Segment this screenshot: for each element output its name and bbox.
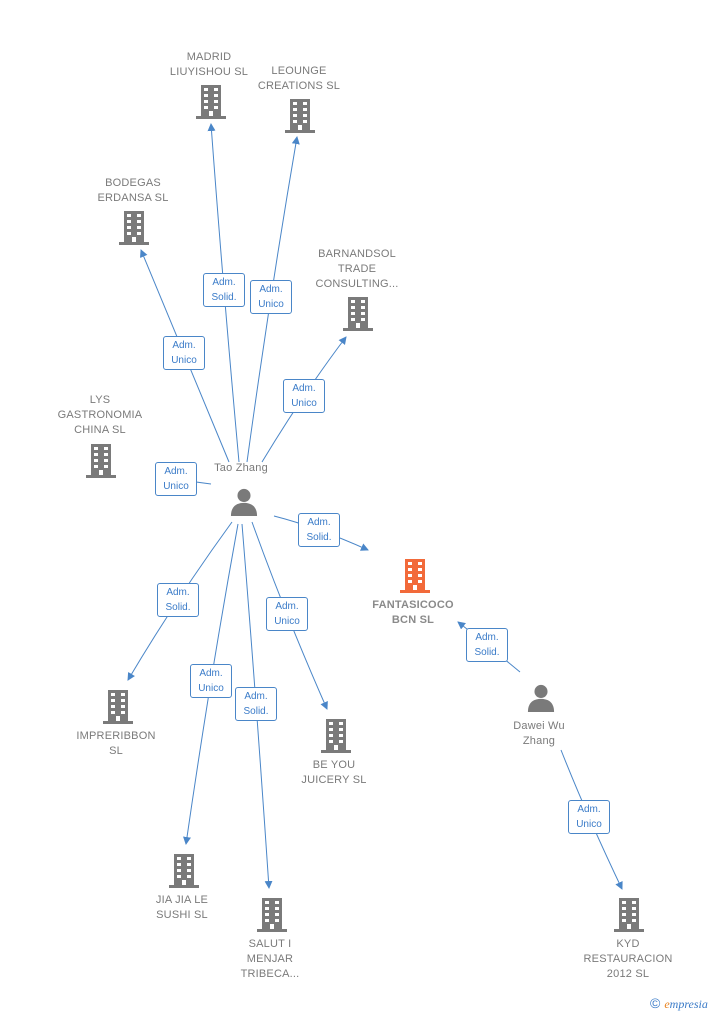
edge-label-line: Unico	[274, 616, 300, 627]
node-label-bodegas[interactable]: BODEGAS ERDANSA SL	[97, 176, 168, 206]
building-icon-barnandsol[interactable]	[343, 297, 373, 331]
edge-label-line: Unico	[171, 355, 197, 366]
edge-label-tao-salut[interactable]: Adm. Solid.	[235, 687, 277, 721]
edge-label-line: Unico	[258, 299, 284, 310]
edge-label-line: Adm.	[164, 466, 188, 477]
edge-label-line: Solid.	[165, 602, 191, 613]
building-icon-leounge[interactable]	[285, 99, 315, 133]
edge-label-line: Adm.	[307, 517, 331, 528]
person-icon-tao[interactable]	[230, 488, 258, 516]
edge-label-line: Solid.	[306, 532, 332, 543]
node-label-line: TRADE	[337, 263, 377, 275]
node-label-line: CREATIONS SL	[257, 80, 341, 92]
building-icon-impreribbon[interactable]	[103, 690, 133, 724]
building-icon-bodegas[interactable]	[119, 211, 149, 245]
node-label-kyd[interactable]: KYD RESTAURACION 2012 SL	[584, 937, 673, 982]
node-label-line: BARNANDSOL	[318, 248, 396, 260]
node-label-line: LIUYISHOU SL	[169, 66, 249, 78]
building-icon-beyou[interactable]	[321, 719, 351, 753]
edge-label-line: Solid.	[474, 647, 500, 658]
edge-label-line: Solid.	[243, 706, 269, 717]
edge-label-tao-impreribbon[interactable]: Adm. Solid.	[157, 583, 199, 617]
brand-footer[interactable]: ©empresia	[650, 995, 708, 1012]
edge-label-tao-bodegas[interactable]: Adm. Unico	[163, 336, 205, 370]
edge-label-line: Adm.	[259, 284, 283, 295]
edge-label-tao-leounge[interactable]: Adm. Unico	[250, 280, 292, 314]
brand-logo-rest: mpresia	[669, 997, 708, 1011]
node-label-line: LEOUNGE	[271, 65, 327, 77]
node-label-line: MENJAR	[246, 953, 294, 965]
edge-label-line: Adm.	[166, 587, 190, 598]
node-label-line: GASTRONOMIA	[57, 409, 143, 421]
node-label-leounge[interactable]: LEOUNGE CREATIONS SL	[258, 64, 340, 94]
node-label-line: Zhang	[522, 735, 556, 747]
node-label-line: BODEGAS	[105, 177, 161, 189]
node-label-line: KYD	[616, 938, 640, 950]
building-icon-madrid[interactable]	[196, 85, 226, 119]
edge-label-line: Unico	[576, 819, 602, 830]
node-label-lys[interactable]: LYS GASTRONOMIA CHINA SL	[58, 393, 143, 438]
building-icon-salut[interactable]	[257, 898, 287, 932]
node-label-line: Dawei Wu	[513, 720, 565, 732]
person-icon-dawei[interactable]	[527, 684, 555, 712]
edge-label-line: Unico	[291, 398, 317, 409]
brand-logo[interactable]: empresia	[664, 997, 708, 1011]
brand-logo-initial: e	[664, 997, 670, 1011]
edge-label-tao-fantasicoco[interactable]: Adm. Solid.	[298, 513, 340, 547]
edge-label-dawei-fantasicoco[interactable]: Adm. Solid.	[466, 628, 508, 662]
edge-label-tao-beyou[interactable]: Adm. Unico	[266, 597, 308, 631]
edge-label-line: Adm.	[199, 668, 223, 679]
node-label-line: IMPRERIBBON	[76, 730, 156, 742]
node-label-line: SL	[109, 745, 123, 757]
node-label-line: JUICERY SL	[301, 774, 367, 786]
node-label-dawei[interactable]: Dawei Wu Zhang	[513, 719, 565, 749]
edge-label-line: Unico	[163, 481, 189, 492]
node-label-impreribbon[interactable]: IMPRERIBBON SL	[76, 729, 155, 759]
edge-label-tao-madrid[interactable]: Adm. Solid.	[203, 273, 245, 307]
node-label-fantasicoco[interactable]: FANTASICOCO BCN SL	[372, 598, 453, 628]
node-label-line: Tao Zhang	[214, 462, 268, 474]
node-label-salut[interactable]: SALUT I MENJAR TRIBECA...	[241, 937, 300, 982]
node-label-beyou[interactable]: BE YOU JUICERY SL	[301, 758, 366, 788]
edge-label-line: Adm.	[212, 277, 236, 288]
node-label-madrid[interactable]: MADRID LIUYISHOU SL	[170, 50, 248, 80]
node-label-line: CONSULTING...	[315, 278, 399, 290]
edge-label-line: Unico	[198, 683, 224, 694]
node-label-tao[interactable]: Tao Zhang	[214, 461, 268, 476]
node-label-line: FANTASICOCO	[372, 599, 454, 611]
edge-layer	[127, 123, 623, 890]
edge-label-line: Solid.	[211, 292, 237, 303]
edge-label-line: Adm.	[172, 340, 196, 351]
node-label-line: RESTAURACION	[583, 953, 673, 965]
edge-label-tao-jiajia[interactable]: Adm. Unico	[190, 664, 232, 698]
icon-layer	[86, 85, 644, 932]
node-label-line: ERDANSA SL	[97, 192, 169, 204]
node-label-barnandsol[interactable]: BARNANDSOL TRADE CONSULTING...	[315, 247, 398, 292]
node-label-line: BCN SL	[391, 614, 435, 626]
node-label-line: MADRID	[186, 51, 232, 63]
building-icon-kyd[interactable]	[614, 898, 644, 932]
node-label-line: CHINA SL	[74, 424, 126, 436]
node-label-line: LYS	[89, 394, 111, 406]
node-label-line: 2012 SL	[606, 968, 650, 980]
edge-label-line: Adm.	[292, 383, 316, 394]
edge-label-line: Adm.	[475, 632, 499, 643]
edge-label-dawei-kyd[interactable]: Adm. Unico	[568, 800, 610, 834]
copyright-symbol: ©	[650, 995, 661, 1011]
edge-label-line: Adm.	[244, 691, 268, 702]
edge-label-line: Adm.	[275, 601, 299, 612]
building-icon-jiajia[interactable]	[169, 854, 199, 888]
edge-label-tao-barnandsol[interactable]: Adm. Unico	[283, 379, 325, 413]
building-icon-lys[interactable]	[86, 444, 116, 478]
node-label-line: BE YOU	[312, 759, 356, 771]
node-label-jiajia[interactable]: JIA JIA LE SUSHI SL	[156, 893, 208, 923]
node-label-line: JIA JIA LE	[155, 894, 209, 906]
edge-label-tao-lys[interactable]: Adm. Unico	[155, 462, 197, 496]
node-label-line: TRIBECA...	[240, 968, 300, 980]
node-label-line: SALUT I	[248, 938, 292, 950]
node-label-line: SUSHI SL	[156, 909, 208, 921]
building-icon-fantasicoco[interactable]	[400, 559, 430, 593]
edge-label-line: Adm.	[577, 804, 601, 815]
